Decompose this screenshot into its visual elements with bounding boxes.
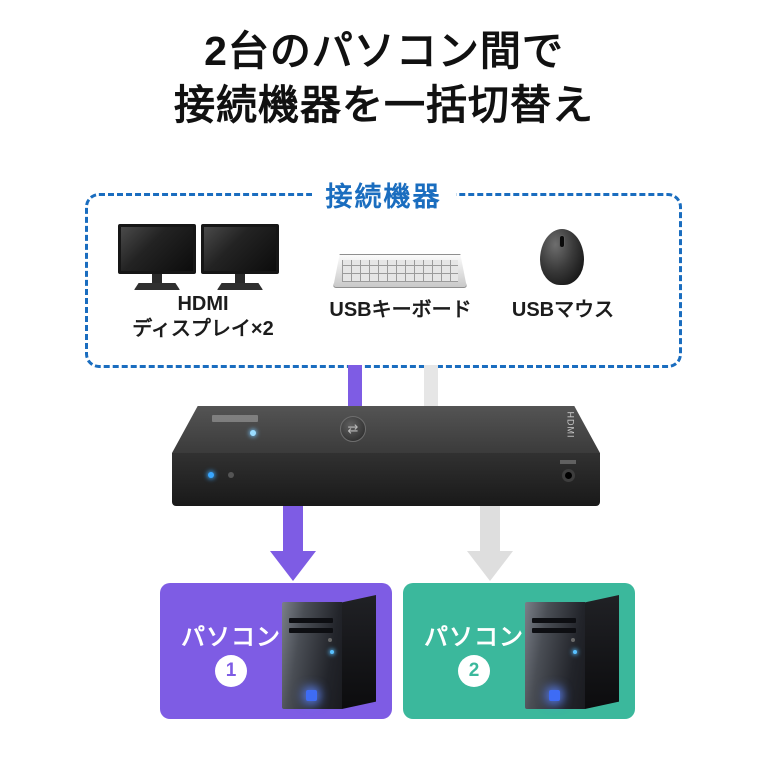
brand-mark [212,415,258,422]
drive-bay [532,618,576,623]
hdmi-display-icon [201,224,279,290]
power-led [330,650,334,654]
arrow-to-pc1-bar [283,500,303,552]
eject-button [571,638,575,642]
kvm-switch-front-face [172,453,600,506]
drive-bay [289,628,333,633]
hdmi-display-label-line1: HDMI [177,293,229,315]
monitor-base [217,283,263,290]
mouse-wheel [559,235,565,248]
pc1-label: パソコン [181,624,281,651]
usb-keyboard-label: USBキーボード [329,299,472,321]
usb-keyboard-icon [333,254,467,288]
tower-front-face [525,602,585,709]
drive-bay [289,618,333,623]
usb-mouse-icon [540,229,584,285]
hdmi-display-label: HDMI ディスプレイ×2 [93,292,313,342]
tower-side-face [585,595,619,709]
eject-button [328,638,332,642]
switch-select-button: ⇄ [340,416,366,442]
monitor-base [134,283,180,290]
kvm-switch-top-face: ⇄ HDMI [172,406,600,453]
monitor-screen [201,224,279,274]
connected-devices-group: 接続機器 HDMI ディスプレイ×2 USBキーボード USBマウス [85,175,682,368]
title-line-2: 接続機器を一括切替え [174,82,594,129]
keyboard-keys [342,260,458,282]
audio-jack-mark [560,460,576,464]
pc2-number-badge: 2 [458,655,490,687]
arrow-to-pc2-bar [480,500,500,552]
pc2-box: パソコン 2 [403,583,635,719]
monitor-screen [118,224,196,274]
connected-devices-label: 接続機器 [311,175,456,214]
hdmi-display-label-line2: ディスプレイ×2 [132,318,274,340]
active-connection-line [348,365,362,410]
power-led [573,650,577,654]
usb-mouse-label: USBマウス [511,299,615,321]
inactive-connection-line [424,365,438,410]
drive-bay [532,628,576,633]
page-title: 2台のパソコン間で 接続機器を一括切替え [0,24,768,132]
title-line-1: 2台のパソコン間で [204,28,564,74]
pc2-label: パソコン [424,624,524,651]
hdmi-display-icon [118,224,196,290]
pc1-number-badge: 1 [215,655,247,687]
pc1-box: パソコン 1 [160,583,392,719]
monitor-stand [152,274,162,283]
glowing-logo [306,690,317,701]
audio-jack-icon [562,469,575,482]
glowing-logo [549,690,560,701]
pc-tower-icon [525,595,619,709]
pc2-status-led [228,472,234,478]
pc-tower-icon [282,595,376,709]
arrow-to-pc2-head [467,551,513,581]
arrow-to-pc1-head [270,551,316,581]
monitor-stand [235,274,245,283]
tower-front-face [282,602,342,709]
hdmi-port-label: HDMI [565,411,576,439]
pc1-status-led [208,472,214,478]
top-indicator-led [250,430,256,436]
tower-side-face [342,595,376,709]
